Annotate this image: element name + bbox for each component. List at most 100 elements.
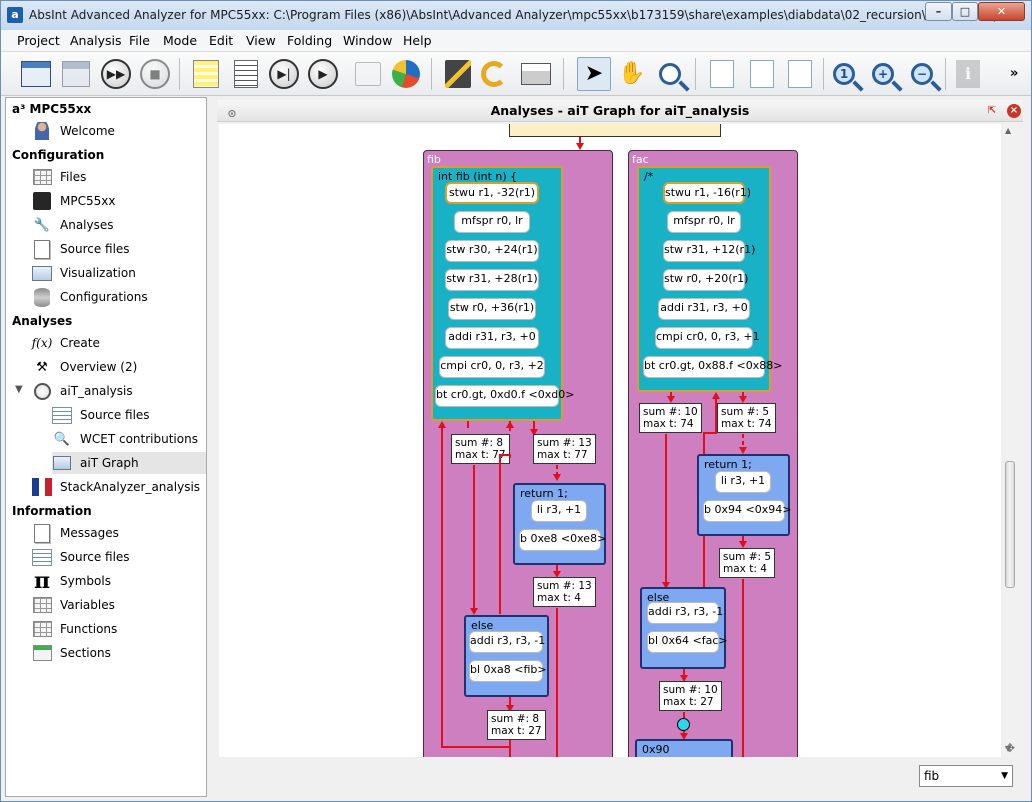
menu-file[interactable]: File [129,33,150,48]
close-button[interactable]: ✕ [978,2,1025,21]
pie-chart-icon[interactable] [389,57,423,91]
open-project-icon[interactable] [19,57,53,91]
tree-item-ait-analysis[interactable]: aiT_analysis [32,380,133,402]
layout-side-icon[interactable] [783,57,817,91]
instruction[interactable]: addi r31, r3, +0 [445,327,539,349]
basic-block-fib-entry[interactable]: int fib (int n) { [431,166,563,421]
step-icon[interactable]: ▶| [267,57,301,91]
instruction[interactable]: bt cr0.gt, 0x88.f <0x88> [643,356,782,378]
info-icon[interactable]: i [951,57,985,91]
instruction[interactable]: cmpi cr0, 0, r3, +2 [439,356,545,378]
menu-analysis[interactable]: Analysis [70,33,122,48]
print-icon[interactable] [519,57,553,91]
menu-window[interactable]: Window [343,33,393,48]
basic-block-fac-else[interactable]: else [640,587,726,669]
instruction[interactable]: addi r31, r3, +0 [658,298,750,320]
graph-canvas[interactable]: fib int fib (int n) { stwu r1, -32(r1) m… [219,124,1001,757]
list-icon[interactable] [229,57,263,91]
detach-icon[interactable]: ⇱ [987,105,997,116]
layout-fold-icon[interactable] [745,57,779,91]
tree-item-welcome[interactable]: Welcome [32,120,115,142]
tree-item-functions[interactable]: Functions [32,618,117,640]
tree-item-sections[interactable]: Sections [32,642,111,664]
caller-block[interactable] [509,124,721,137]
instruction[interactable]: li r3, +1 [531,500,587,522]
tree-item-info-source-files[interactable]: Source files [32,546,130,568]
tree-item-visualization[interactable]: Visualization [32,262,136,284]
minimize-button[interactable]: – [925,2,952,21]
tree-item-files[interactable]: Files [32,166,86,188]
undo-icon[interactable] [477,57,511,91]
tree-item-analyses[interactable]: 🔧Analyses [32,214,114,236]
instruction[interactable]: addi r3, r3, -1 [469,631,545,653]
instruction[interactable]: mfspr r0, lr [667,211,741,233]
tree-item-messages[interactable]: Messages [32,522,119,544]
toolbar-overflow-icon[interactable]: » [1010,66,1019,81]
instruction[interactable]: stw r31, +28(r1) [445,269,539,291]
close-panel-icon[interactable]: × [1007,104,1021,118]
start-all-icon[interactable]: ▶▶ [99,57,133,91]
instruction[interactable]: mfspr r0, lr [454,211,530,233]
maximize-button[interactable]: □ [952,2,978,21]
instruction[interactable]: cmpi cr0, 0, r3, +1 [655,327,760,349]
instruction[interactable]: stwu r1, -16(r1) [663,182,751,204]
tree-item-variables[interactable]: Variables [32,594,115,616]
layout-top-icon[interactable] [705,57,739,91]
basic-block-fib-else[interactable]: else [464,615,549,697]
menu-folding[interactable]: Folding [287,33,333,48]
instruction[interactable]: b 0x94 <0x94> [703,500,791,522]
menu-bar: Project Analysis File Mode Edit View Fol… [1,30,1031,52]
search-icon[interactable] [653,57,687,91]
menu-mode[interactable]: Mode [163,33,198,48]
tree-item-mpc55xx[interactable]: MPC55xx [32,190,115,212]
tree-item-source-files[interactable]: Source files [32,238,130,260]
scroll-up-icon[interactable]: ▲ [1005,126,1012,135]
vertical-scrollbar[interactable]: ▲ ▼ [1003,124,1017,757]
tree-item-ait-source-files[interactable]: Source files [52,404,150,426]
menu-view[interactable]: View [246,33,276,48]
tree-item-overview[interactable]: ⚒Overview (2) [32,356,137,378]
instruction[interactable]: bl 0x64 <fac> [647,631,728,653]
instruction[interactable]: stw r0, +20(r1) [663,269,748,291]
instruction[interactable]: stw r0, +36(r1) [448,298,536,320]
basic-block-fac-tail[interactable]: 0x90 [635,739,733,757]
menu-edit[interactable]: Edit [209,33,234,48]
run-icon[interactable]: ▶ [306,57,340,91]
tree-item-wcet-contributions[interactable]: 🔍WCET contributions [52,428,198,450]
tree-item-stackanalyzer[interactable]: StackAnalyzer_analysis [32,476,200,498]
instruction[interactable]: b 0xe8 <0xe8> [519,529,606,551]
presentation-icon[interactable] [351,57,385,91]
zoom-100-icon[interactable]: 1 [827,57,861,91]
tree-root[interactable]: a³ MPC55xx [12,102,92,116]
tree-item-configurations[interactable]: Configurations [32,286,148,308]
hand-icon[interactable]: ✋ [618,61,646,86]
instruction[interactable]: addi r3, r3, -1 [647,602,723,624]
save-project-icon[interactable] [59,57,93,91]
menu-help[interactable]: Help [403,33,432,48]
pointer-icon[interactable]: ➤ [577,57,611,91]
instruction[interactable]: li r3, +1 [715,471,771,493]
function-select[interactable]: fib ▼ [919,765,1013,787]
menu-project[interactable]: Project [17,33,60,48]
instruction[interactable]: stwu r1, -32(r1) [445,182,539,204]
zoom-in-icon[interactable]: + [866,57,900,91]
sheet-icon[interactable] [189,57,223,91]
zoom-out-icon[interactable]: − [905,57,939,91]
basic-block-fac-return[interactable]: return 1; [697,454,790,536]
collapse-arrow-icon[interactable]: ▼ [15,384,23,395]
tree-item-create[interactable]: f(x)Create [32,332,100,354]
edit-annotation-icon[interactable] [441,57,475,91]
instruction[interactable]: stw r31, +12(r1) [663,240,755,262]
instruction[interactable]: bl 0xa8 <fib> [469,660,547,682]
scroll-down-icon[interactable]: ▼ [1005,744,1012,753]
tree-item-ait-graph[interactable]: aiT Graph [52,452,206,474]
basic-block-fib-return[interactable]: return 1; [513,483,606,565]
instruction[interactable]: bt cr0.gt, 0xd0.f <0xd0> [435,385,574,407]
scroll-thumb[interactable] [1005,461,1015,588]
title-bar[interactable]: a AbsInt Advanced Analyzer for MPC55xx: … [1,1,1031,30]
instruction[interactable]: stw r30, +24(r1) [445,240,539,262]
call-return-node[interactable] [677,718,690,731]
stop-icon[interactable]: ■ [138,57,172,91]
fit-view-icon[interactable]: ✥ [1005,741,1016,755]
